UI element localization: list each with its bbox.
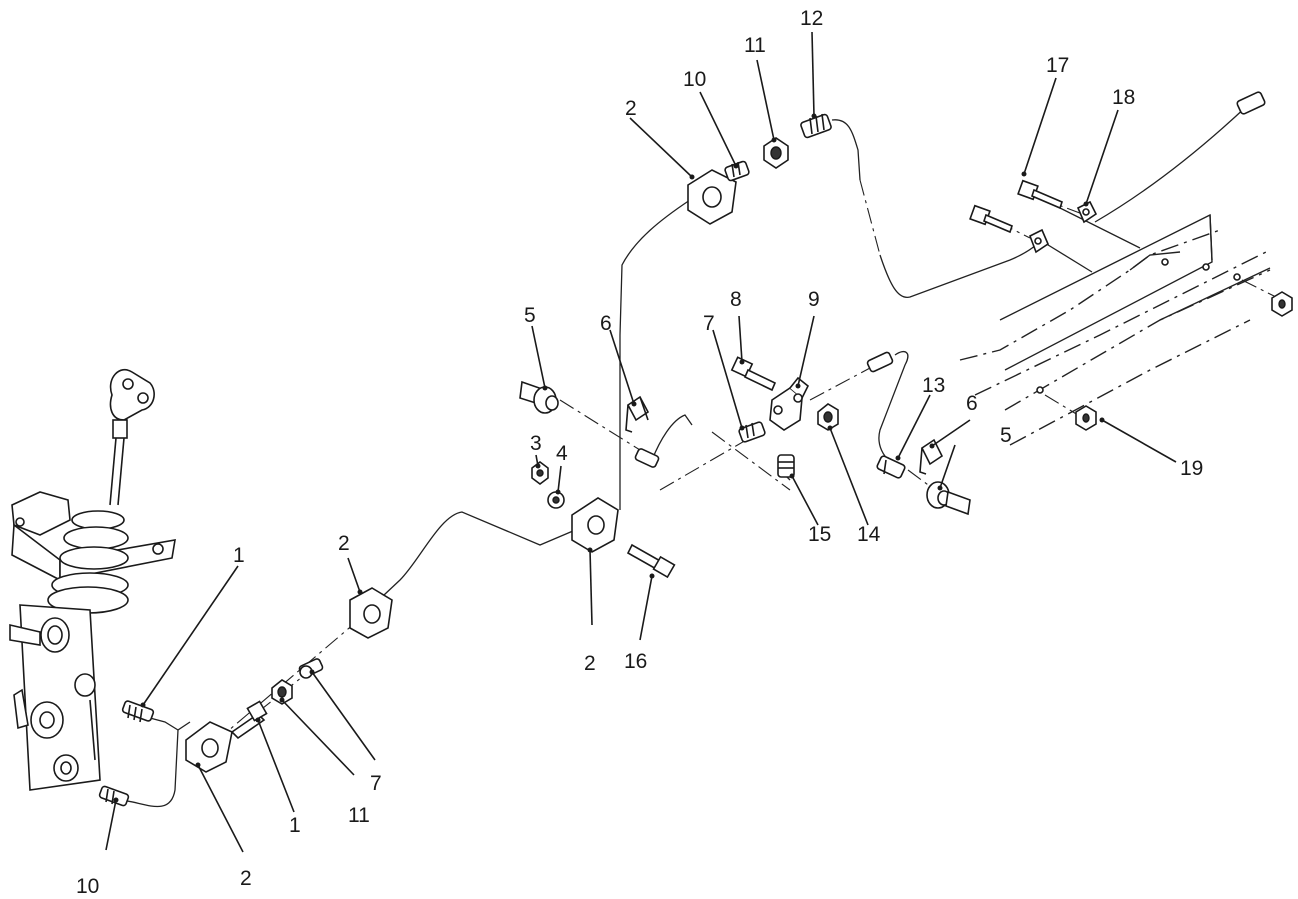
bolt-8 [730, 356, 777, 392]
fitting-7-lower [298, 658, 324, 679]
clamp-2-lower [185, 721, 233, 773]
bolt-1 [230, 700, 268, 740]
nut-14 [817, 403, 839, 431]
callout-5-right: 5 [1000, 424, 1012, 447]
callout-2-top: 2 [625, 97, 637, 120]
clamp-2-upper [687, 169, 737, 225]
fitting-12 [800, 113, 832, 139]
callout-labels: 1 1 2 2 2 2 3 4 5 5 6 6 7 7 8 9 10 10 11… [76, 7, 1203, 898]
callout-7-upper: 7 [703, 312, 715, 335]
callout-9: 9 [808, 288, 820, 311]
callout-16: 16 [624, 650, 647, 673]
callout-5-left: 5 [524, 304, 536, 327]
bolt-17 [1017, 179, 1063, 210]
callout-10-upper: 10 [683, 68, 706, 91]
frame-rail [959, 213, 1279, 446]
fitting-7-upper [738, 421, 766, 443]
nut-19 [1075, 405, 1097, 431]
callout-7-lower: 7 [370, 772, 382, 795]
washer-4 [547, 491, 565, 509]
fitting-small-mid [634, 448, 660, 468]
callout-6-left: 6 [600, 312, 612, 335]
callout-leaders [105, 31, 1177, 853]
fitting-13 [876, 455, 906, 479]
tee-block-9 [769, 376, 810, 431]
fitting-10-lower [98, 785, 130, 807]
fitting-5-right [926, 481, 971, 516]
callout-18: 18 [1112, 86, 1135, 109]
callout-1-upper: 1 [233, 544, 245, 567]
callout-10-lower: 10 [76, 875, 99, 898]
nut-11-lower [271, 679, 293, 705]
callout-15: 15 [808, 523, 831, 546]
callout-1-lower: 1 [289, 814, 301, 837]
callout-14: 14 [857, 523, 881, 546]
bolt-16 [626, 543, 676, 579]
callout-11-upper: 11 [744, 34, 766, 57]
callout-19: 19 [1180, 457, 1203, 480]
callout-6-right: 6 [966, 392, 978, 415]
fitting-far-right [1236, 91, 1266, 115]
clip-18-second [1028, 228, 1049, 254]
hardware-parts [98, 91, 1293, 807]
clip-6-left [625, 395, 650, 433]
nut-19-second [1271, 291, 1293, 317]
clamp-2-right [571, 497, 619, 553]
callout-12: 12 [800, 7, 823, 30]
nut-11-upper [763, 137, 789, 169]
bolt-17-second [969, 204, 1013, 234]
callout-2-middle: 2 [338, 532, 350, 555]
callout-3: 3 [530, 432, 542, 455]
clamp-2-middle [349, 587, 393, 639]
fitting-10-upper [724, 160, 750, 182]
master-cylinder-assembly [9, 369, 176, 791]
callout-8: 8 [730, 288, 742, 311]
callout-11-lower: 11 [348, 804, 370, 827]
clip-6-right [919, 438, 944, 475]
callout-13: 13 [922, 374, 945, 397]
fitting-15 [777, 454, 795, 478]
callout-2-lower: 2 [240, 867, 252, 890]
fitting-right-tee [866, 351, 894, 373]
fitting-1-lower [121, 700, 155, 723]
callout-4: 4 [556, 442, 568, 465]
callout-2-right: 2 [584, 652, 596, 675]
callout-17: 17 [1046, 54, 1069, 77]
fitting-5-left [519, 380, 559, 414]
